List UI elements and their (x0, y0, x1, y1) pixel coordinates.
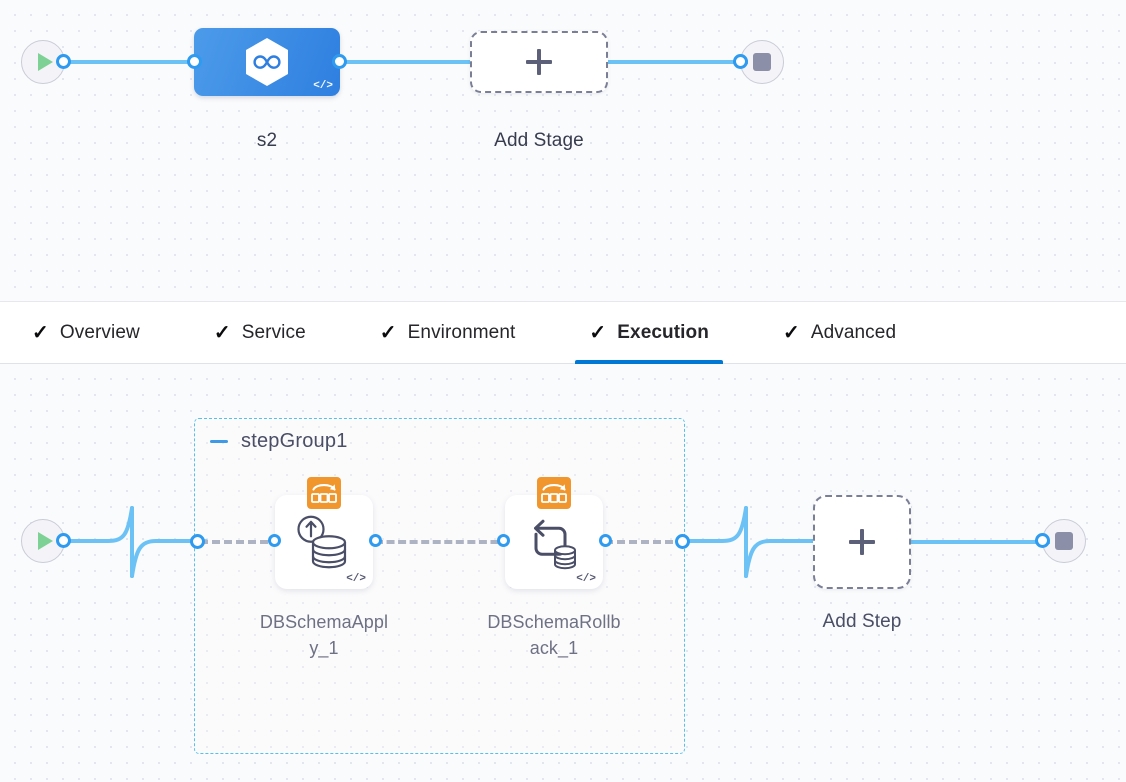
step2-input-port[interactable] (497, 534, 510, 547)
link-groupentry-to-step1 (200, 540, 280, 544)
tab-label: Overview (59, 321, 140, 343)
tab-service[interactable]: ✓ Service (200, 302, 320, 363)
link-addstep-to-end (909, 540, 1050, 544)
step-code-badge-icon[interactable]: </> (346, 573, 366, 585)
start-output-port[interactable] (56, 54, 71, 69)
db-schema-apply-icon (297, 515, 347, 569)
stage-canvas[interactable]: </> s2 Add Stage (0, 0, 1126, 301)
step-group-header[interactable]: stepGroup1 (210, 430, 348, 453)
stop-icon (1055, 532, 1073, 550)
step-node-dbschemarollback[interactable]: </> (505, 477, 603, 589)
harness-hexagon-infinity-icon (246, 38, 288, 86)
stepgroup-input-port[interactable] (190, 534, 205, 549)
tab-advanced[interactable]: ✓ Advanced (769, 302, 910, 363)
link-start-to-stepgroup (62, 506, 208, 578)
stage-output-port[interactable] (332, 54, 347, 69)
tab-label: Environment (407, 321, 516, 343)
tab-environment[interactable]: ✓ Environment (366, 302, 530, 363)
add-stage-label: Add Stage (494, 130, 584, 151)
stage-label: s2 (256, 130, 278, 151)
stage-code-badge-icon[interactable]: </> (313, 80, 333, 92)
link-step1-to-step2 (375, 540, 510, 544)
link-step2-to-groupexit (605, 540, 685, 544)
minus-icon[interactable] (210, 439, 228, 444)
execution-end-input-port[interactable] (1035, 533, 1050, 548)
step-group-title: stepGroup1 (241, 430, 348, 452)
add-step-button[interactable] (813, 495, 911, 589)
plus-icon (526, 49, 552, 75)
stage-config-tabs: ✓ Overview ✓ Service ✓ Environment ✓ Exe… (0, 301, 1126, 364)
play-icon (37, 532, 53, 550)
play-icon (37, 53, 53, 71)
step-node-dbschemaapply[interactable]: </> (275, 477, 373, 589)
link-stage-to-add-stage (339, 60, 472, 64)
link-add-stage-to-end (606, 60, 748, 64)
check-icon: ✓ (589, 321, 607, 344)
stage-input-port[interactable] (187, 54, 202, 69)
check-icon: ✓ (32, 321, 49, 344)
execution-canvas[interactable]: stepGroup1 </> (0, 364, 1126, 782)
step-code-badge-icon[interactable]: </> (576, 573, 596, 585)
link-stepgroup-to-addstep (682, 506, 822, 578)
rollback-step-group-badge-icon (537, 477, 571, 509)
link-start-to-stage (64, 60, 201, 64)
add-step-label: Add Step (822, 611, 902, 632)
step2-output-port[interactable] (599, 534, 612, 547)
check-icon: ✓ (782, 321, 800, 344)
tab-overview[interactable]: ✓ Overview (18, 302, 154, 363)
execution-start-node[interactable] (21, 519, 65, 563)
execution-start-output-port[interactable] (56, 533, 71, 548)
tab-execution[interactable]: ✓ Execution (575, 302, 723, 364)
check-icon: ✓ (379, 321, 397, 344)
plus-icon (849, 529, 875, 555)
tab-label: Service (241, 321, 306, 343)
rollback-step-group-badge-icon (307, 477, 341, 509)
stage-node-s2[interactable]: </> (194, 28, 340, 96)
db-schema-rollback-icon (534, 519, 576, 570)
check-icon: ✓ (213, 321, 231, 344)
tab-label: Advanced (810, 321, 897, 343)
step1-output-port[interactable] (369, 534, 382, 547)
end-input-port[interactable] (733, 54, 748, 69)
stepgroup-output-port[interactable] (675, 534, 690, 549)
add-stage-button[interactable] (470, 31, 608, 93)
tab-label: Execution (617, 321, 709, 343)
step1-input-port[interactable] (268, 534, 281, 547)
step-group-container[interactable] (194, 418, 685, 754)
stop-icon (753, 53, 771, 71)
